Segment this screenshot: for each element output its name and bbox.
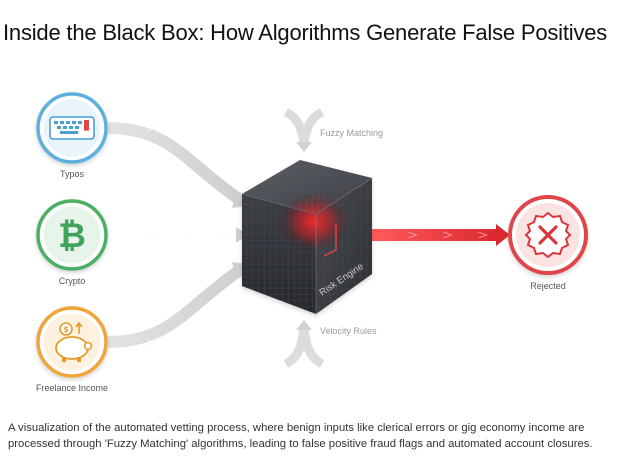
x-badge-icon — [524, 211, 572, 259]
flow-diagram: Fuzzy Matching Velocity Rules — [36, 92, 588, 393]
input-label-freelance-income: Freelance Income — [36, 383, 108, 393]
input-node-crypto: ₿ Crypto — [36, 199, 108, 286]
page-title: Inside the Black Box: How Algorithms Gen… — [3, 20, 608, 45]
input-label-crypto: Crypto — [59, 276, 86, 286]
velocity-rules-arrow — [283, 320, 325, 368]
risk-engine-cube: Risk Engine — [241, 160, 373, 314]
fuzzy-matching-arrow — [283, 108, 325, 152]
piggy-bank-icon: $ — [55, 321, 93, 362]
flow-arrow-typos — [107, 122, 244, 205]
input-label-typos: Typos — [60, 169, 85, 179]
figure-caption: A visualization of the automated vetting… — [8, 422, 593, 450]
input-node-typos: Typos — [36, 92, 108, 179]
svg-text:$: $ — [63, 325, 69, 334]
output-label-rejected: Rejected — [530, 281, 566, 291]
bitcoin-icon: ₿ — [58, 216, 86, 256]
rejected-flow-arrow — [372, 224, 510, 246]
flow-arrow-freelance — [107, 265, 244, 348]
velocity-rules-label: Velocity Rules — [320, 326, 377, 336]
svg-text:₿: ₿ — [58, 216, 86, 256]
fuzzy-matching-label: Fuzzy Matching — [320, 128, 383, 138]
input-flow-arrows — [107, 122, 248, 348]
input-node-freelance-income: $ Freelance Income — [36, 306, 108, 393]
keyboard-icon — [49, 116, 95, 140]
output-node-rejected: Rejected — [508, 195, 588, 291]
